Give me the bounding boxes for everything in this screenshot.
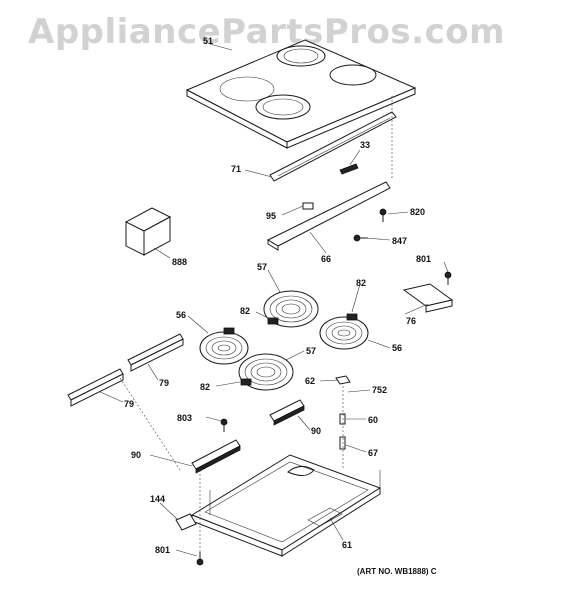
callout-leaders: [99, 43, 449, 557]
side-channel-upper: [127, 333, 184, 372]
callout-90-left: 90: [131, 450, 141, 460]
bracket-144-part: [175, 513, 197, 531]
kit-box-part: [124, 207, 172, 256]
callout-820: 820: [410, 207, 425, 217]
side-channel-lower: [67, 368, 124, 407]
callout-82-right: 82: [356, 278, 366, 288]
callout-56-right: 56: [392, 343, 402, 353]
surface-element-large-rear: [263, 290, 319, 328]
art-number-label: (ART NO. WB1888) C: [357, 567, 437, 576]
callout-801-top: 801: [416, 254, 431, 264]
trim-strip-part: [269, 111, 397, 182]
callout-90-right: 90: [311, 426, 321, 436]
screw-847: [353, 234, 368, 242]
callout-888: 888: [172, 257, 187, 267]
callout-95: 95: [266, 211, 276, 221]
mounting-bracket-left: [191, 439, 241, 474]
clip-62: [335, 375, 351, 385]
callout-76: 76: [406, 316, 416, 326]
surface-element-large-front: [238, 353, 294, 391]
callout-57-front: 57: [306, 346, 316, 356]
callout-56-left: 56: [176, 310, 186, 320]
callout-82-front: 82: [200, 382, 210, 392]
screw-803: [220, 418, 228, 432]
callout-82-left: 82: [240, 306, 250, 316]
mounting-bracket-right: [269, 399, 305, 426]
callout-66: 66: [321, 254, 331, 264]
callout-79-upper: 79: [159, 378, 169, 388]
callout-79-lower: 79: [124, 399, 134, 409]
bracket-part: [266, 163, 391, 251]
screw-801-bottom: [196, 552, 204, 566]
callout-51: 51: [203, 36, 213, 46]
callout-57-rear: 57: [257, 262, 267, 272]
glass-cooktop-part: [185, 39, 417, 149]
spring-60: [339, 413, 346, 425]
watermark-text: AppliancePartsPros.com: [28, 12, 506, 52]
surface-element-small-right: [319, 313, 369, 350]
callout-803: 803: [177, 413, 192, 423]
surface-element-small-left: [199, 327, 249, 365]
callout-801-bottom: 801: [155, 545, 170, 555]
callout-60: 60: [368, 415, 378, 425]
callout-62: 62: [305, 376, 315, 386]
callout-61: 61: [342, 540, 352, 550]
pin-67: [339, 436, 346, 450]
terminal-block-part: [402, 283, 454, 313]
callout-71: 71: [231, 164, 241, 174]
burner-box-part: [190, 454, 382, 557]
callout-33: 33: [360, 140, 370, 150]
callout-847: 847: [392, 236, 407, 246]
screw-820: [379, 208, 387, 222]
screw-801-top: [444, 271, 452, 285]
callout-752: 752: [372, 385, 387, 395]
callout-67: 67: [368, 448, 378, 458]
callout-144: 144: [150, 494, 165, 504]
